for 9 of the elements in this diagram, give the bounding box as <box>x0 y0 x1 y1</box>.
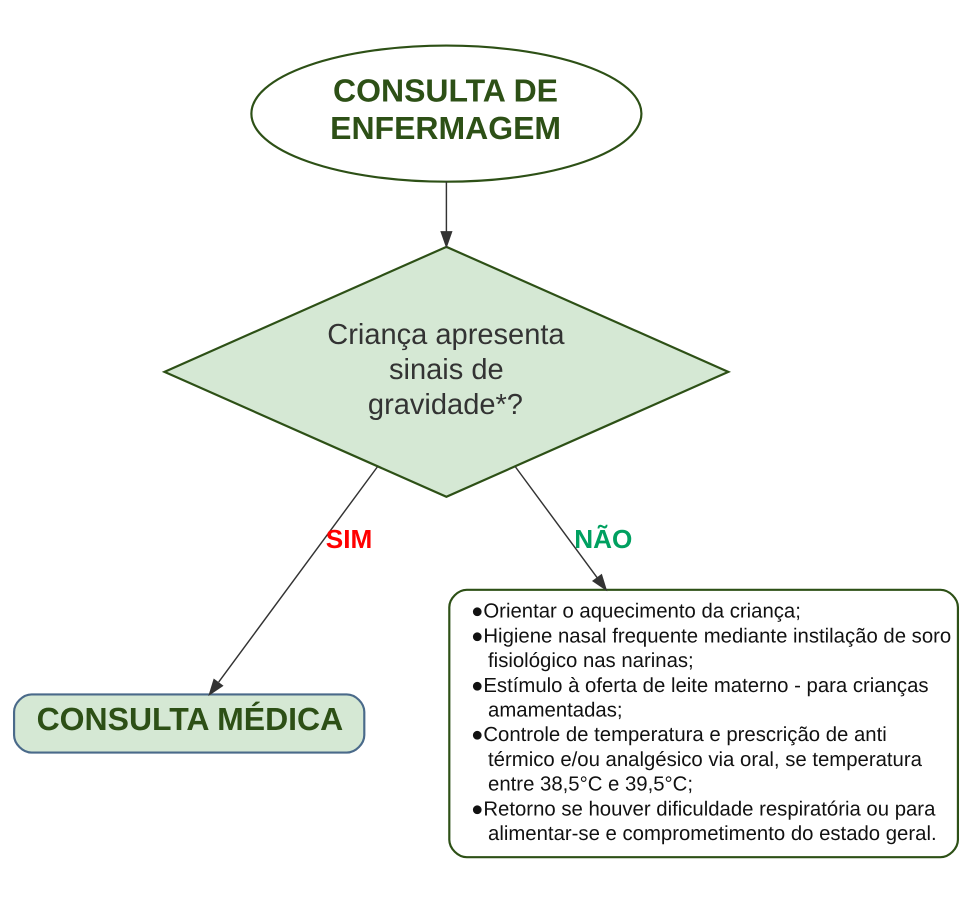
node-ellipse: CONSULTA DE ENFERMAGEM <box>250 44 642 183</box>
edge-label: SIM <box>326 524 372 554</box>
node-box: CONSULTA MÉDICA <box>12 693 366 754</box>
arrow <box>208 466 378 696</box>
arrow <box>514 466 608 592</box>
node-diamond: Criança apresenta sinais de gravidade*? <box>162 246 731 498</box>
node-box: ●Orientar o aquecimento da criança; ●Higiene nasal frequente mediante instilação de soro fisiológico nas narinas; ●Estímulo à oferta de leite materno - para crianças amamentadas; ●Controle de temperatura e prescrição de anti térmico e/ou analgésico via oral, se temperatura entre 38,5°C e 39,5°C; ●Retorno se houver dificuldade respiratória ou para alimentar-se e comprometimento do estado geral. <box>448 588 960 858</box>
edge-label: NÃO <box>574 524 632 554</box>
arrow <box>440 182 453 249</box>
